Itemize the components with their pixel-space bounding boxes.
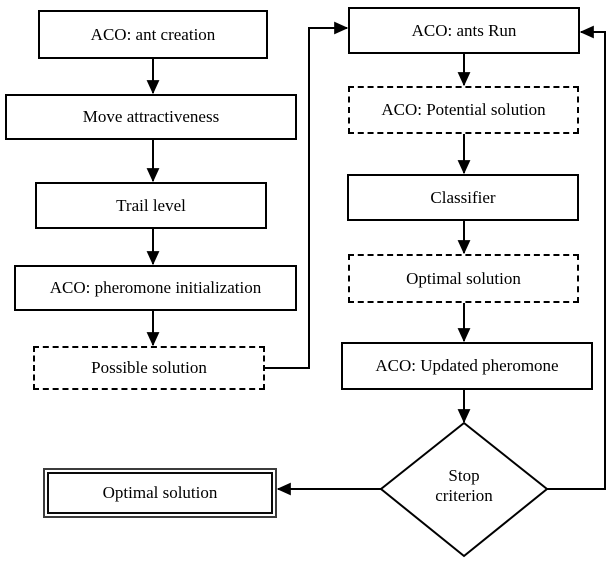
node-stop-criterion-label: Stop criterion — [435, 466, 493, 506]
node-optimal-solution-final-label: Optimal solution — [102, 483, 218, 503]
node-move-attractiveness: Move attractiveness — [5, 94, 297, 140]
node-aco-ant-creation-label: ACO: ant creation — [90, 24, 216, 44]
node-aco-ants-run-label: ACO: ants Run — [411, 20, 517, 40]
node-aco-ants-run: ACO: ants Run — [348, 7, 580, 54]
node-optimal-solution-candidate: Optimal solution — [348, 254, 579, 303]
node-aco-potential-solution-label: ACO: Potential solution — [381, 100, 546, 120]
stop-criterion-diamond — [379, 421, 549, 558]
node-aco-pheromone-initialization: ACO: pheromone initialization — [14, 265, 297, 311]
node-optimal-solution-final: Optimal solution — [43, 468, 277, 518]
node-optimal-solution-candidate-label: Optimal solution — [406, 268, 521, 288]
node-aco-ant-creation: ACO: ant creation — [38, 10, 268, 59]
node-trail-level-label: Trail level — [116, 195, 186, 215]
node-classifier-label: Classifier — [430, 187, 496, 207]
node-aco-updated-pheromone: ACO: Updated pheromone — [341, 342, 593, 390]
node-classifier: Classifier — [347, 174, 579, 221]
node-aco-updated-pheromone-label: ACO: Updated pheromone — [375, 356, 559, 376]
node-possible-solution-label: Possible solution — [91, 358, 207, 378]
node-aco-potential-solution: ACO: Potential solution — [348, 86, 579, 134]
node-possible-solution: Possible solution — [33, 346, 265, 390]
node-trail-level: Trail level — [35, 182, 267, 229]
edge-stop-criterion-to-ants-run-loop — [547, 25, 606, 490]
node-move-attractiveness-label: Move attractiveness — [82, 107, 220, 127]
edge-possible-solution-to-ants-run — [265, 21, 349, 369]
node-optimal-solution-final-inner-border: Optimal solution — [47, 472, 273, 514]
node-aco-pheromone-initialization-label: ACO: pheromone initialization — [49, 278, 262, 298]
